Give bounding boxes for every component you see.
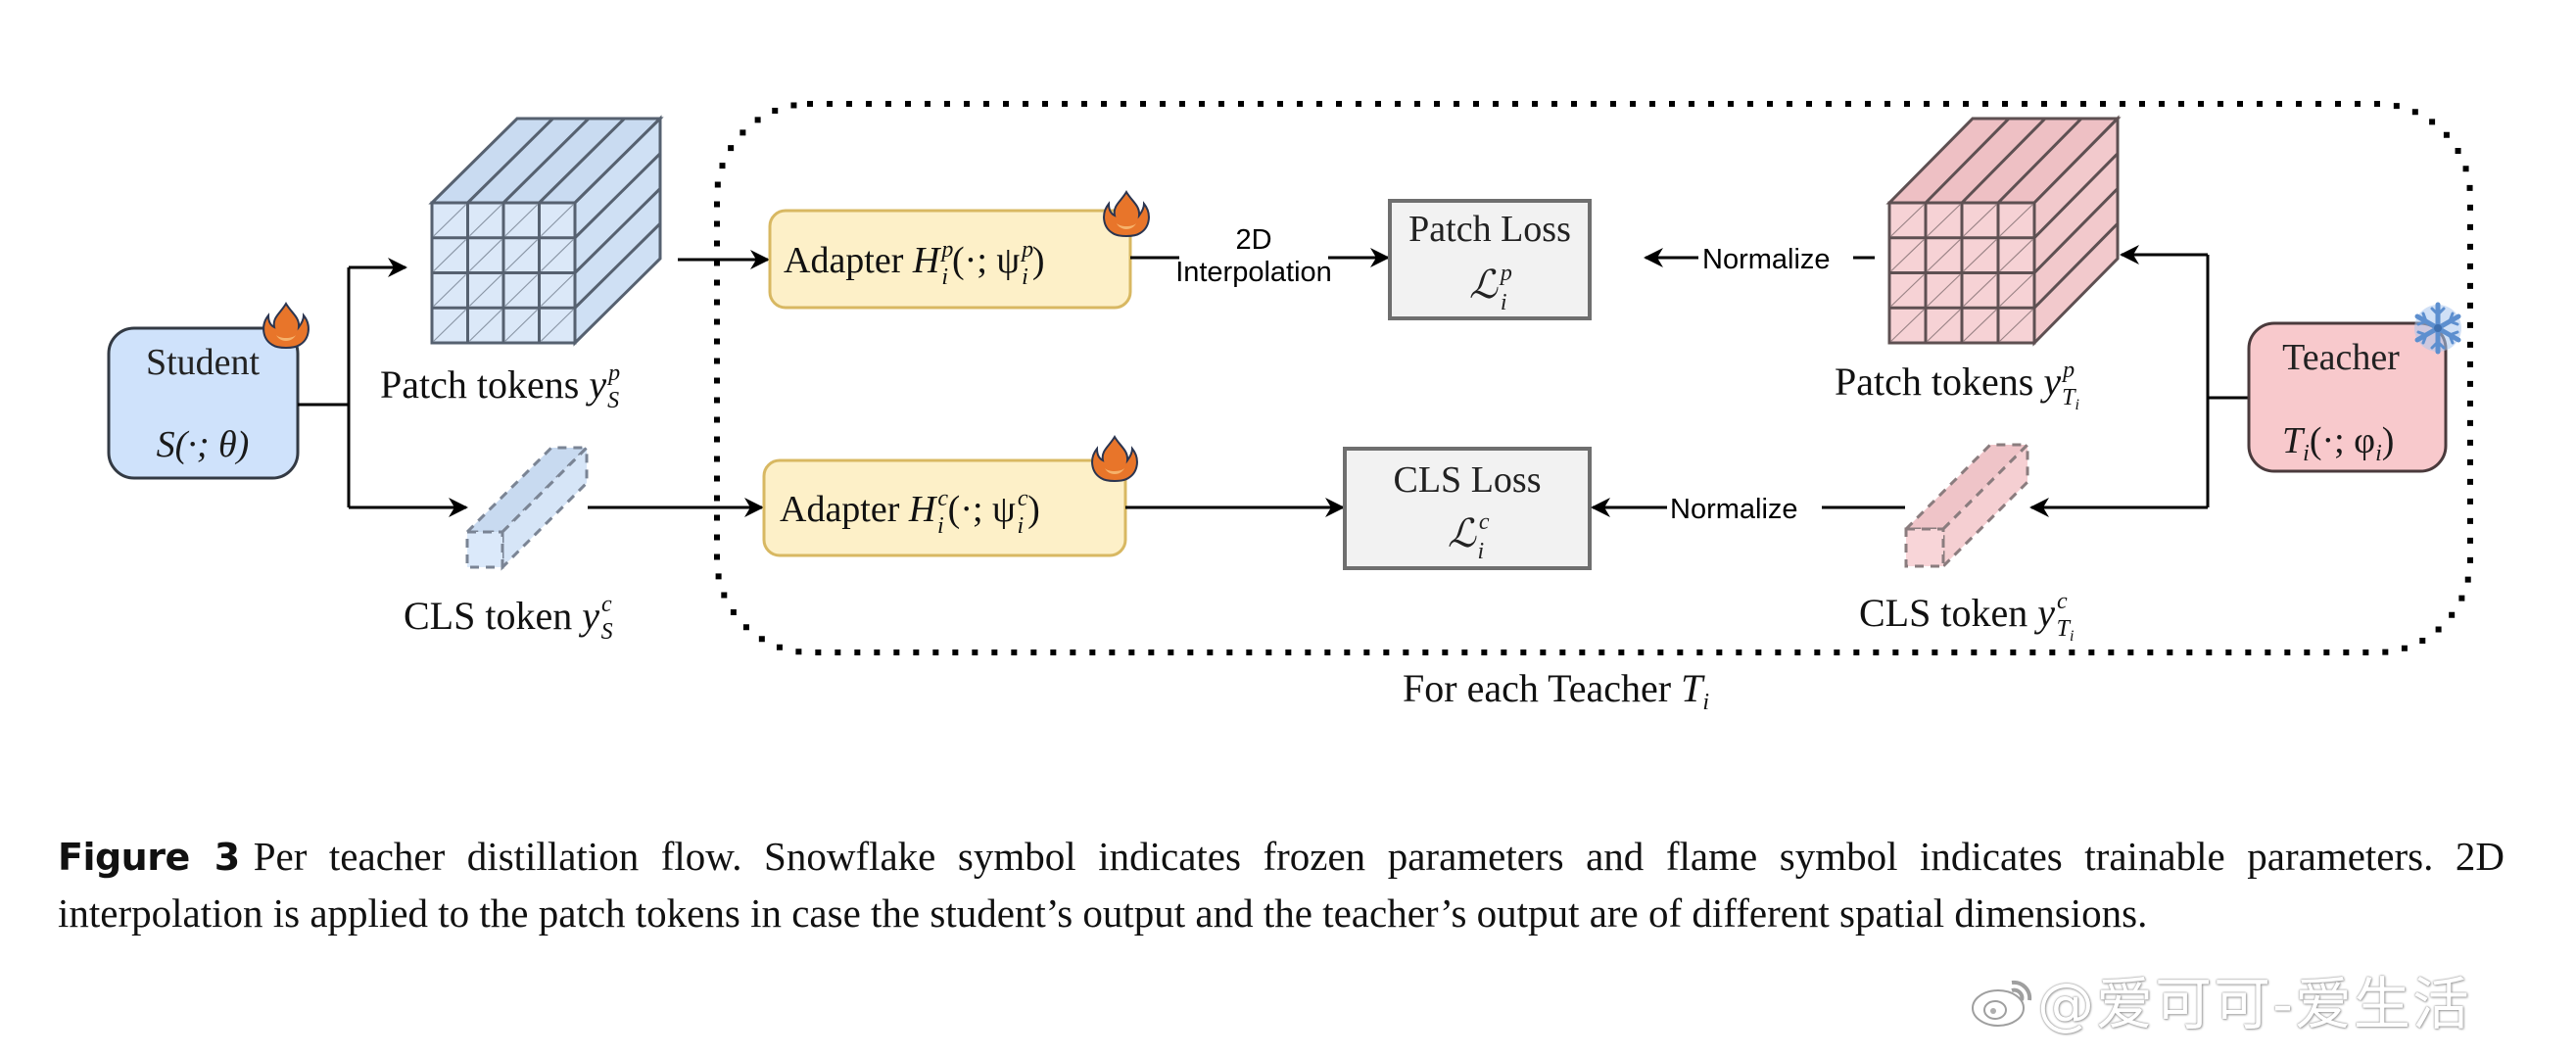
cube-cell-diagonal [433,309,466,342]
cube-cell-diagonal [541,204,574,237]
cube-cell-diagonal [1999,309,2033,342]
edge-label-normalize-cls: Normalize [1670,494,1798,525]
watermark: @爱可可-爱生活 [1969,958,2471,1040]
cube-grid-line [1996,117,2083,205]
cube-cell-diagonal [541,309,574,342]
cube-grid-line [1960,117,2047,205]
token-front-face [1904,527,1945,568]
cube-grid-line [573,187,662,274]
student-patch-tokens-cube [428,115,664,347]
cube-cell-diagonal [1999,274,2033,307]
watermark-text: @爱可可-爱生活 [2037,971,2471,1037]
cube-cell-diagonal [504,239,538,271]
flame-icon [1091,435,1138,482]
teacher-node[interactable]: Teacher Ti(·; φi) [2247,321,2448,473]
svg-text:Adapter Hpi(·; ψpi): Adapter Hpi(·; ψpi) [784,237,1045,290]
cube-cell-diagonal [1927,239,1961,271]
svg-text:Patch Loss: Patch Loss [1408,209,1571,250]
cube-cell-diagonal [433,204,466,237]
weibo-logo-icon [1972,980,2032,1027]
cube-grid-line [1924,117,2011,205]
snowflake-icon [2414,302,2461,355]
cube-cell-diagonal [504,274,538,307]
cube-cell-diagonal [1999,204,2033,237]
cube-cell-diagonal [1927,204,1961,237]
cube-grid-line [538,117,626,205]
cube-cell-diagonal [1890,204,1925,237]
cube-grid-line [2032,222,2120,310]
edge-label-normalize-patch: Normalize [1702,244,1831,275]
cube-grid-line [2032,152,2120,239]
figure-number: Figure 3 [58,836,240,879]
teacher-loop-frame [714,101,2473,655]
cube-cell-diagonal [469,239,502,271]
edge-label-interpolation: Interpolation [1175,257,1332,288]
cube-cell-diagonal [1963,309,1997,342]
teacher-patch-tokens-cube [1885,115,2122,347]
student-title: Student [146,342,261,383]
svg-text:CLS Loss: CLS Loss [1394,459,1542,501]
caption-text: Per teacher distillation flow. Snowflake… [58,834,2504,936]
cube-grid-line [501,117,591,205]
svg-text:Adapter Hci(·; ψci): Adapter Hci(·; ψci) [780,486,1040,539]
teacher-title: Teacher [2282,337,2400,378]
student-cls-token-bar [463,444,591,571]
flame-icon [1103,190,1150,237]
cube-cell-diagonal [504,309,538,342]
cube-cell-diagonal [1963,239,1997,271]
flame-icon [262,302,310,349]
cube-cell-diagonal [469,204,502,237]
cube-cell-diagonal [504,204,538,237]
cube-cell-diagonal [469,309,502,342]
edge-label-2d: 2D [1235,224,1271,256]
teacher-connector [2206,255,2249,507]
cube-cell-diagonal [1890,274,1925,307]
cube-cell-diagonal [1927,274,1961,307]
student-node[interactable]: Student S(·; θ) [107,326,300,480]
cube-cell-diagonal [1999,239,2033,271]
cube-cell-diagonal [433,239,466,271]
cube-cell-diagonal [541,274,574,307]
svg-text:ℒci: ℒci [1448,509,1490,564]
teacher-function: Ti(·; φi) [2282,420,2394,466]
teacher-cls-token-bar [1902,441,2031,570]
cube-cell-diagonal [1963,204,1997,237]
teacher-loop-label: For each Teacher Ti [1403,666,1709,715]
student-connector [298,267,351,507]
cube-cell-diagonal [1963,274,1997,307]
cube-grid-line [573,152,662,239]
cube-cell-diagonal [469,274,502,307]
svg-text:ℒpi: ℒpi [1469,261,1512,315]
cube-grid-line [466,117,554,205]
token-front-face [465,530,504,569]
student-function: S(·; θ) [157,424,250,465]
cube-cell-diagonal [1927,309,1961,342]
cube-cell-diagonal [541,239,574,271]
cube-cell-diagonal [1890,309,1925,342]
cube-grid-line [573,222,662,310]
cube-cell-diagonal [433,274,466,307]
cube-grid-line [2032,187,2120,274]
cube-cell-diagonal [1890,239,1925,271]
